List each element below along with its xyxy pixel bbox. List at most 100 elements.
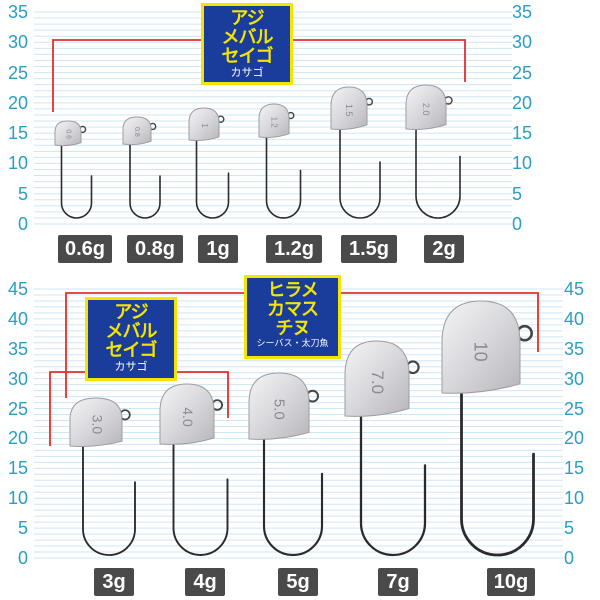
lead-head xyxy=(441,300,521,394)
axis-tick-label: 30 xyxy=(7,368,28,389)
bottom-large-species-badge: ヒラメ カマス チヌ シーバス・太刀魚 xyxy=(244,275,341,359)
bottom-small-species-badge: アジ メバル セイゴ カサゴ xyxy=(85,297,177,381)
axis-tick-label: 35 xyxy=(7,2,28,22)
axis-tick-label: 30 xyxy=(564,368,585,389)
hook xyxy=(460,389,535,557)
axis-tick-label: 15 xyxy=(512,123,533,144)
bottom-jig-heads: 3.0 4.0 5.0 7.0 10 xyxy=(69,300,535,557)
lead-head xyxy=(69,397,123,447)
hook xyxy=(339,126,381,219)
badge-line: セイゴ xyxy=(105,340,158,361)
jig-head: 5.0 xyxy=(248,372,324,556)
lead-head xyxy=(188,107,220,142)
axis-tick-label: 5 xyxy=(564,518,575,539)
axis-tick-label: 15 xyxy=(7,458,28,479)
badge-line: アジ xyxy=(114,302,148,323)
head-weight-mark: 7.0 xyxy=(368,370,387,394)
axis-tick-label: 40 xyxy=(7,308,28,329)
axis-tick-label: 35 xyxy=(512,2,533,22)
axis-tick-label: 25 xyxy=(7,398,28,419)
axis-tick-label: 15 xyxy=(7,123,28,144)
hook xyxy=(172,441,229,556)
weight-label: 1.2g xyxy=(266,235,322,263)
weight-label: 5g xyxy=(278,568,318,596)
badge-sub: カサゴ xyxy=(230,66,264,79)
axis-tick-label: 35 xyxy=(7,338,28,359)
axis-tick-label: 25 xyxy=(564,398,585,419)
lead-head xyxy=(159,383,215,445)
top-jig-heads: 0.6 0.8 1 1.2 1.5 2.0 xyxy=(54,84,461,219)
weight-label: 1.5g xyxy=(341,235,397,263)
jig-head: 4.0 xyxy=(159,383,229,556)
badge-line: アジ xyxy=(230,8,264,29)
axis-tick-label: 5 xyxy=(512,183,523,204)
axis-tick-label: 0 xyxy=(564,548,575,568)
head-weight-mark: 2.0 xyxy=(421,103,431,116)
axis-tick-label: 40 xyxy=(564,308,585,329)
axis-tick-label: 10 xyxy=(7,488,28,509)
head-weight-mark: 0.6 xyxy=(64,129,71,139)
jig-head: 0.8 xyxy=(122,116,161,219)
axis-tick-label: 5 xyxy=(17,518,28,539)
axis-tick-label: 35 xyxy=(564,338,585,359)
jig-head: 1.5 xyxy=(330,86,381,219)
weight-label: 2g xyxy=(424,235,464,263)
axis-tick-label: 45 xyxy=(7,279,28,299)
badge-line: セイゴ xyxy=(221,46,274,67)
lead-head xyxy=(330,86,368,130)
jig-head: 0.6 xyxy=(54,120,93,219)
hook xyxy=(60,142,93,219)
lead-head xyxy=(122,116,152,146)
badge-sub: シーバス・太刀魚 xyxy=(256,339,329,349)
jig-head: 3.0 xyxy=(69,397,136,556)
weight-label: 3g xyxy=(94,568,134,596)
weight-label: 1g xyxy=(198,235,238,263)
axis-tick-label: 10 xyxy=(564,488,585,509)
axis-tick-label: 15 xyxy=(564,458,585,479)
weight-label: 7g xyxy=(378,568,418,596)
badge-line: メバル xyxy=(221,27,274,48)
axis-tick-label: 10 xyxy=(512,153,533,174)
badge-line: ヒラメ xyxy=(267,280,318,301)
head-weight-mark: 5.0 xyxy=(270,399,287,420)
badge-line: チヌ xyxy=(275,318,311,339)
hook xyxy=(359,412,427,557)
axis-tick-label: 0 xyxy=(17,214,28,234)
jig-head: 2.0 xyxy=(405,84,461,219)
axis-tick-label: 20 xyxy=(7,92,28,113)
hook xyxy=(195,137,230,219)
head-weight-mark: 4.0 xyxy=(180,407,196,427)
hook xyxy=(265,134,302,219)
jig-head: 7.0 xyxy=(344,340,427,557)
badge-line: カマス xyxy=(267,299,319,320)
lead-head xyxy=(54,120,82,147)
axis-tick-label: 25 xyxy=(7,62,28,83)
head-weight-mark: 1 xyxy=(200,123,209,128)
axis-tick-label: 30 xyxy=(512,32,533,53)
hook xyxy=(129,141,161,219)
jig-head: 1 xyxy=(188,107,230,219)
hook xyxy=(262,435,324,556)
axis-tick-label: 20 xyxy=(564,428,585,449)
head-weight-mark: 1.5 xyxy=(344,104,354,117)
lead-head xyxy=(344,340,410,417)
head-weight-mark: 10 xyxy=(471,342,491,362)
jig-head: 1.2 xyxy=(258,103,302,219)
head-weight-mark: 3.0 xyxy=(90,415,106,435)
axis-tick-label: 10 xyxy=(7,153,28,174)
top-species-badge: アジ メバル セイゴ カサゴ xyxy=(201,3,293,85)
jig-head: 10 xyxy=(441,300,535,557)
axis-tick-label: 45 xyxy=(564,279,585,299)
weight-label: 0.8g xyxy=(127,235,183,263)
axis-tick-label: 30 xyxy=(7,32,28,53)
axis-tick-label: 20 xyxy=(512,92,533,113)
hook xyxy=(82,443,136,556)
badge-sub: カサゴ xyxy=(114,360,148,373)
axis-tick-label: 20 xyxy=(7,428,28,449)
head-weight-mark: 1.2 xyxy=(270,117,279,129)
head-weight-mark: 0.8 xyxy=(133,127,140,137)
axis-tick-label: 5 xyxy=(17,183,28,204)
weight-label: 4g xyxy=(185,568,225,596)
hook xyxy=(415,126,461,219)
